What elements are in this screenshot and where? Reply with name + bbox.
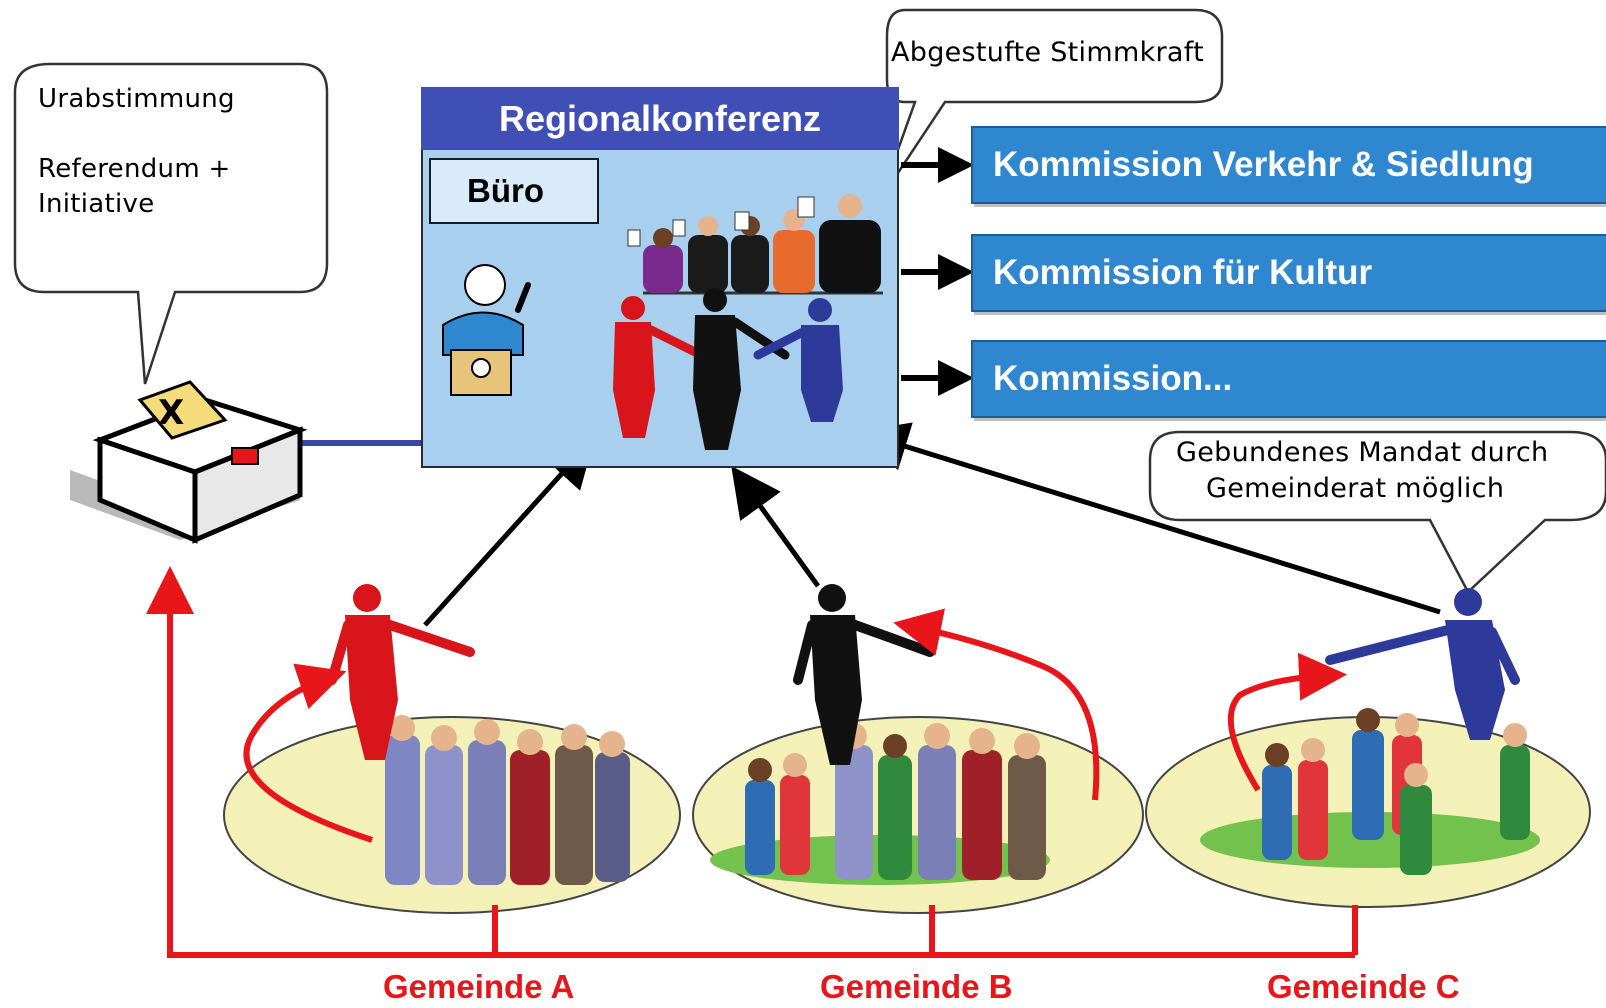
gemeinde-c-label: Gemeinde C: [1267, 968, 1460, 1005]
stimmkraft-bubble: [878, 8, 1224, 201]
regionalkonferenz-panel: [421, 150, 899, 468]
urabstimmung-label: Urabstimmung: [38, 84, 235, 114]
mandat-line2-label: Gemeinderat möglich: [1206, 473, 1505, 504]
kommission-kultur: Kommission für Kultur: [971, 234, 1606, 312]
arrow-delegate-a-to-conference: [423, 436, 596, 627]
citizens-group-icon: [710, 723, 1050, 885]
ballot-box-icon: X: [70, 380, 308, 544]
mandat-line1-label: Gebundenes Mandat durch: [1176, 437, 1549, 468]
kommission-other: Kommission...: [971, 340, 1606, 418]
delegate-figure-icon: [613, 296, 706, 438]
red-flow-to-ballot: [146, 566, 1358, 958]
red-arrow-gemeinde-a: [243, 663, 373, 843]
referendum-label: Referendum +: [38, 154, 231, 184]
red-arrow-gemeinde-c: [1227, 652, 1347, 792]
regionalkonferenz-title: Regionalkonferenz: [421, 87, 899, 150]
delegate-figure-icon: [693, 288, 790, 450]
buero-box: Büro: [429, 158, 599, 224]
red-arrow-gemeinde-b: [893, 608, 1100, 801]
delegate-figure-icon: [1325, 588, 1520, 740]
gemeinde-b-label: Gemeinde B: [820, 968, 1013, 1005]
gemeinde-a-label: Gemeinde A: [383, 968, 575, 1005]
citizens-group-icon: [1200, 708, 1540, 875]
citizens-group-icon: [385, 715, 630, 885]
speaker-at-podium-icon: [442, 264, 531, 396]
urabstimmung-bubble: [13, 62, 329, 385]
delegate-figure-icon: [753, 298, 843, 422]
stimmkraft-label: Abgestufte Stimmkraft: [891, 37, 1204, 68]
voting-panel-icon: [627, 194, 883, 295]
svg-text:X: X: [158, 393, 184, 433]
initiative-label: Initiative: [38, 189, 155, 219]
arrow-delegate-b-to-conference: [731, 465, 821, 588]
kommission-verkehr-siedlung: Kommission Verkehr & Siedlung: [971, 126, 1606, 204]
mandat-bubble: [1148, 430, 1606, 595]
arrow-delegate-c-to-conference: [857, 422, 1441, 615]
conference-illustration: [442, 194, 883, 450]
